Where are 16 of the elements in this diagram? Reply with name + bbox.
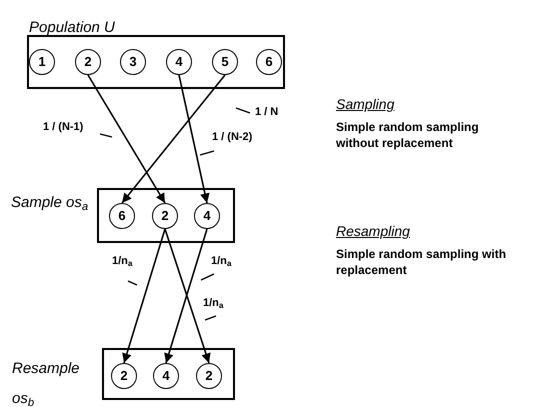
section-heading: Resampling <box>336 222 411 241</box>
group-heading: Resample os$_{b}$ <box>12 359 81 407</box>
edge-label: 1/n$_{a}$ <box>211 254 232 268</box>
edge-label: 1 / (N-1) <box>43 120 84 134</box>
group-heading: Sample os$_{a}$ <box>11 193 90 215</box>
arrow <box>122 228 166 364</box>
edge-label: 1 / (N-2) <box>212 130 252 144</box>
edge-label: 1/n$_{a}$ <box>112 254 132 268</box>
arrow <box>178 74 210 204</box>
arrow <box>87 74 166 204</box>
arrow <box>121 74 226 204</box>
edge-label: 1/n$_{a}$ <box>203 296 224 310</box>
section-description: Simple random sampling with replacement <box>336 246 508 278</box>
section-description: Simple random sampling without replacement <box>336 119 480 151</box>
section-heading: Sampling <box>336 95 396 114</box>
group-heading: Population U <box>29 18 116 38</box>
